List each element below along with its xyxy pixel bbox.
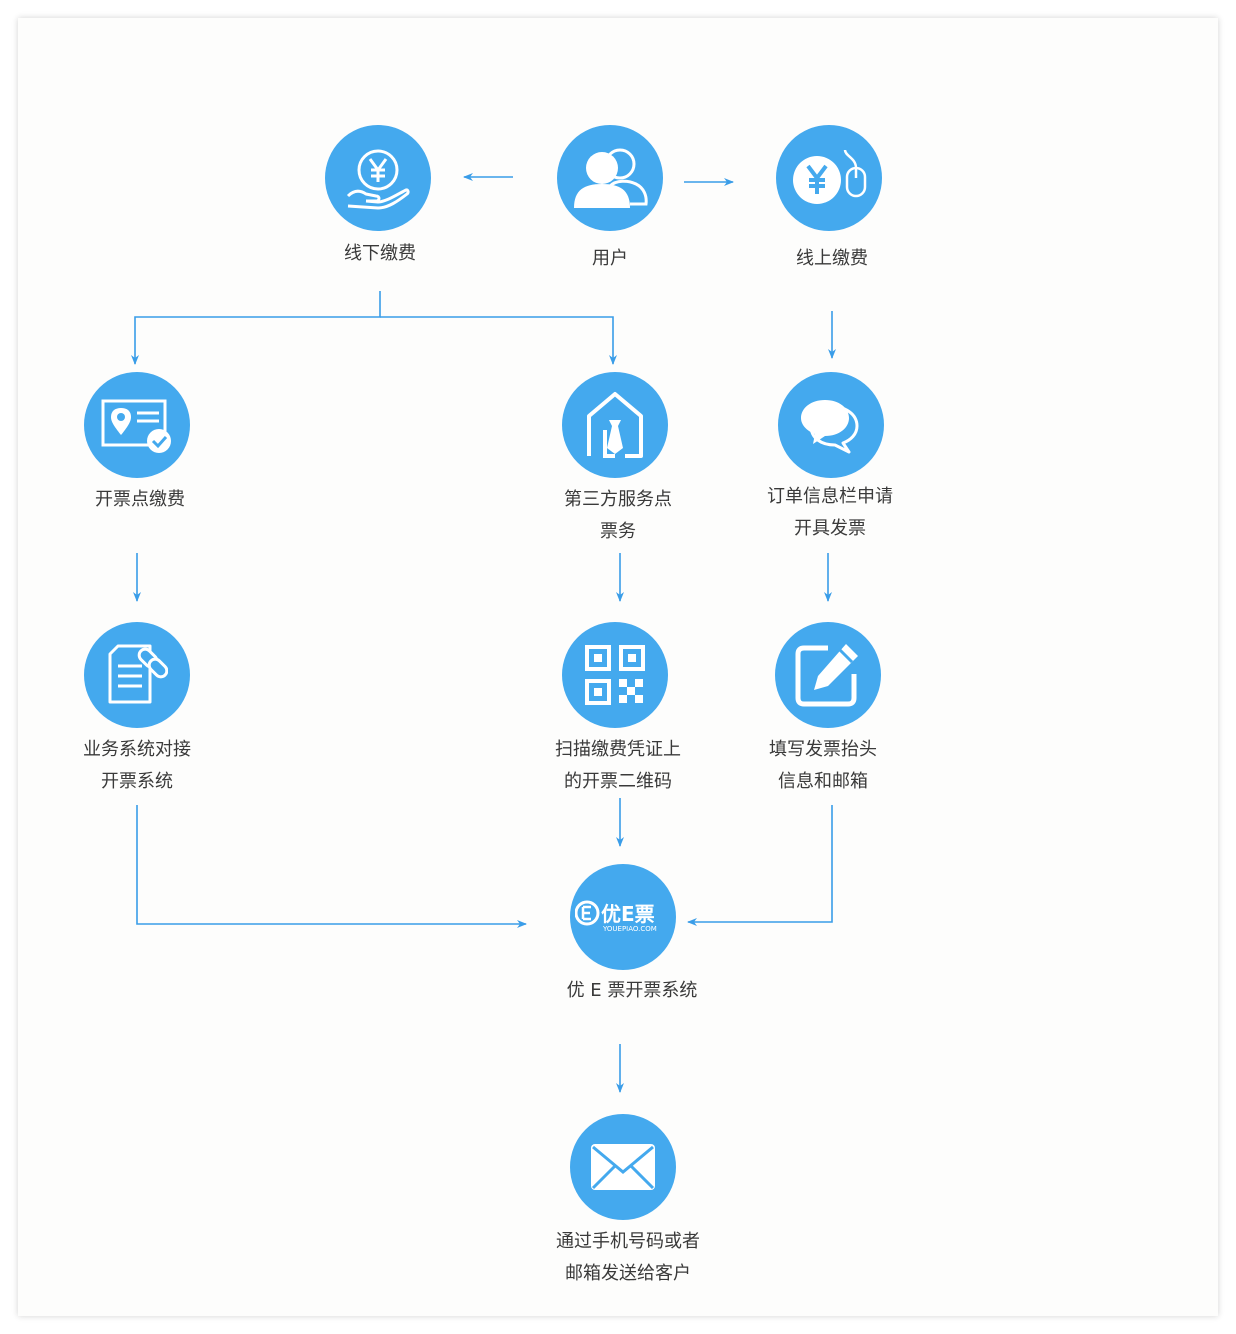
logo-text: 优E票: [601, 902, 655, 926]
node-order-info-request-label: 订单信息栏申请 开具发票: [710, 481, 950, 545]
node-online-payment-label: 线上缴费: [796, 248, 868, 269]
label-line-1: 订单信息栏申请: [767, 486, 893, 507]
node-user-label: 用户: [592, 248, 628, 269]
label-line-2: 的开票二维码: [564, 771, 672, 792]
node-invoice-point-payment-label: 开票点缴费: [95, 489, 185, 510]
label-line-2: 票务: [600, 521, 636, 542]
arrow-offline-branch-right: [380, 316, 617, 365]
node-scan-qr-label: 扫描缴费凭证上 的开票二维码: [498, 734, 738, 798]
edit-icon: [775, 622, 881, 728]
label-line-2: 开具发票: [794, 518, 866, 539]
label-line-1: 业务系统对接: [83, 739, 191, 760]
youepiao-logo-icon: 优E票 YOUEPIAO.COM: [570, 864, 676, 970]
logo-subtext: YOUEPIAO.COM: [602, 925, 657, 933]
users-icon: [557, 125, 663, 231]
arrow-business-to-system: [136, 805, 527, 928]
yuan-mouse-icon: [776, 125, 882, 231]
label-line-1: 通过手机号码或者: [556, 1231, 700, 1252]
envelope-icon: [570, 1114, 676, 1220]
label-line-2: 开票系统: [101, 771, 173, 792]
node-offline-payment-label: 线下缴费: [344, 243, 416, 264]
node-business-system-link-label: 业务系统对接 开票系统: [17, 734, 257, 798]
node-send-to-customer-label: 通过手机号码或者 邮箱发送给客户: [508, 1226, 748, 1290]
node-third-party-service-label: 第三方服务点 票务: [498, 484, 738, 548]
document-link-icon: [84, 622, 190, 728]
node-youe-system-label: 优 E 票开票系统: [566, 980, 698, 1001]
arrow-fill-to-system: [687, 805, 833, 926]
arrow-offline-branch-left: [131, 291, 381, 365]
id-card-check-icon: [84, 372, 190, 478]
label-line-2: 邮箱发送给客户: [565, 1263, 691, 1284]
label-line-2: 信息和邮箱: [778, 771, 868, 792]
chat-bubbles-icon: [778, 372, 884, 478]
service-tie-icon: [562, 372, 668, 478]
qr-code-icon: [562, 622, 668, 728]
hand-yuan-icon: [325, 125, 431, 231]
label-line-1: 扫描缴费凭证上: [555, 739, 681, 760]
label-line-1: 第三方服务点: [564, 489, 672, 510]
node-fill-invoice-header-label: 填写发票抬头 信息和邮箱: [703, 734, 943, 798]
label-line-1: 填写发票抬头: [769, 739, 877, 760]
